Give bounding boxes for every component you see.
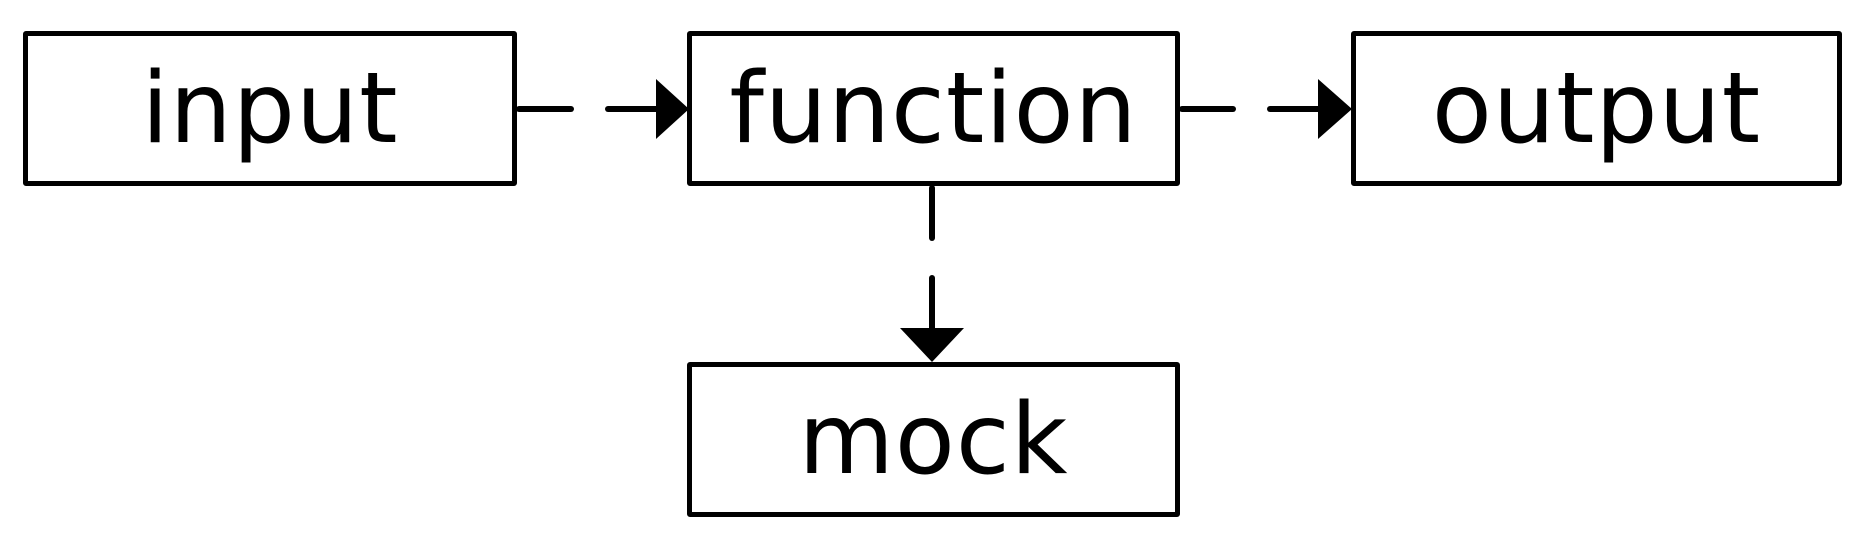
edge-input-to-function — [516, 79, 689, 139]
edge-function-to-mock — [900, 185, 964, 362]
arrowhead-icon — [900, 328, 964, 362]
node-output: output — [1351, 31, 1842, 186]
node-mock-label: mock — [798, 382, 1069, 497]
node-input-label: input — [141, 51, 399, 166]
node-mock: mock — [687, 362, 1180, 517]
edge-function-to-output — [1179, 79, 1352, 139]
arrowhead-icon — [1318, 79, 1352, 139]
node-output-label: output — [1431, 51, 1762, 166]
node-input: input — [23, 31, 517, 186]
arrowhead-icon — [656, 79, 689, 139]
node-function-label: function — [729, 51, 1138, 166]
node-function: function — [687, 31, 1180, 186]
